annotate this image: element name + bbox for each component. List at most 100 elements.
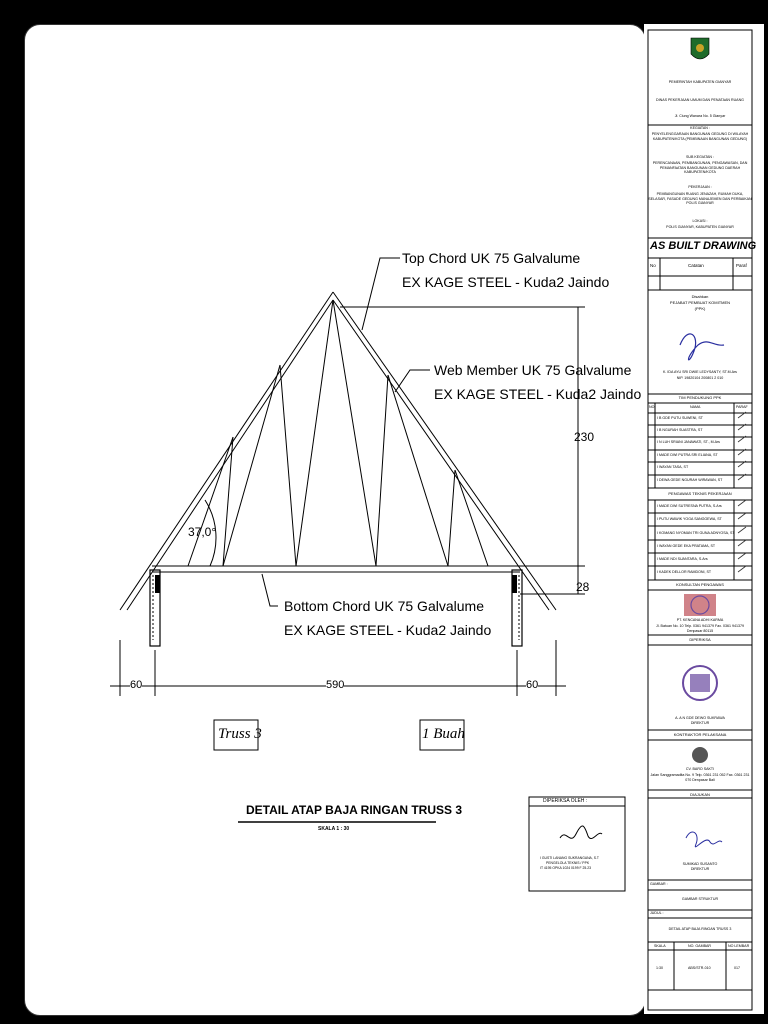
checked-role: PENGELOLA TEKNIS / PPK — [546, 861, 590, 865]
leader-bottom — [261, 573, 278, 607]
dim-right: 60 — [526, 679, 539, 691]
ppk-name: K. IDA AYU SRI DWIE LEDYSANTY, ST.M.Ars — [663, 370, 737, 374]
web-member-label-1: Web Member UK 75 Galvalume — [434, 362, 632, 378]
dim-height: 230 — [574, 430, 595, 444]
drawing-sheet — [24, 24, 646, 1016]
diajukan-role: DIREKTUR — [690, 867, 710, 871]
top-chord-right-inner — [332, 299, 550, 611]
ppk-nip: NIP. 19820104 200801 2 010 — [676, 376, 724, 380]
web-member-5 — [295, 299, 334, 567]
skala-value: 1:30 — [656, 966, 663, 970]
kontraktor-logo — [692, 747, 708, 763]
pengawas-member: I PUTU WAWIK YOGA SANGGEWA, ST — [657, 517, 722, 521]
checked-header: DIPERIKSA OLEH : — [543, 798, 588, 804]
leader-top-chord — [361, 257, 400, 331]
govt-logo — [690, 37, 710, 60]
detail-scale: SKALA 1 : 30 — [318, 826, 350, 832]
diperiksa-role: DIREKTUR — [690, 721, 710, 725]
kontraktor-name: CV. BARO SAKTI — [685, 767, 715, 771]
web-member-2 — [222, 436, 234, 567]
pengawas-member: I KADEK DELLOR RAMDONI, ST — [657, 570, 712, 574]
diperiksa-stamp — [682, 665, 718, 701]
ppk-signature — [679, 333, 725, 361]
pengawas-member: I MADE DWI SUTRESNA PUTRA, S.Ars — [657, 504, 722, 508]
dim-left: 60 — [130, 679, 143, 691]
dim-span: 590 — [326, 679, 345, 691]
qty-label: 1 Buah — [422, 726, 465, 742]
checked-box-frame — [528, 796, 626, 892]
leader-web — [394, 369, 430, 393]
title-block-sheet — [644, 24, 764, 1014]
konsultan-title: KONSULTAN PENGAWAS — [676, 582, 724, 587]
tim-member: I MADE DWI PUTRA SRI ELIANA, ST — [657, 453, 718, 457]
sub-kegiatan: PERENCANAAN, PEMBANGUNAN, PENGAWASAN, DA… — [652, 161, 748, 175]
bottom-chord-label-1: Bottom Chord UK 75 Galvalume — [284, 598, 484, 614]
right-post — [511, 569, 523, 647]
tim-member: I B GDE PUTU SUWENI, ST — [657, 416, 703, 420]
diperiksa-name: A. A N GDE DEWO SUKRAWA — [675, 716, 725, 720]
skala-label: SKALA — [654, 944, 666, 948]
as-built-title: AS BUILT DRAWING — [650, 240, 757, 252]
diajukan-signature — [685, 831, 723, 848]
konsultan-stamp — [684, 594, 716, 616]
lokasi: POLIS GIANYAR, KABUPATEN GIANYAR — [666, 225, 734, 229]
diajukan-title: DIAJUKAN — [690, 792, 710, 797]
nolembar-label: NO LEMBAR — [728, 944, 750, 948]
nogambar-value: ABS/STR-010 — [688, 966, 711, 970]
tim-col-no: NO — [649, 405, 655, 409]
truss-label-box — [213, 719, 259, 751]
web-member-1 — [187, 436, 234, 567]
web-member-6 — [332, 299, 377, 567]
pengawas-title: PENGAWAS TEKNIS PEKERJAAN — [668, 491, 732, 496]
konsultan-name: PT. KENCANA ADHI KARMA — [676, 618, 724, 622]
gambar-value: GAMBAR STRUKTUR — [681, 897, 719, 901]
web-member-3 — [222, 364, 281, 567]
top-chord-label-2: EX KAGE STEEL - Kuda2 Jaindo — [402, 274, 610, 290]
top-chord-right — [332, 291, 557, 611]
lokasi-label: LOKASI : — [692, 219, 708, 223]
tim-col-nama: NAMA — [690, 405, 701, 409]
kegiatan: PENYELENGGARAAN BANGUNAN GEDUNG DI WILAY… — [651, 132, 749, 141]
pekerjaan: PEMBANGUNAN RUANG JENAZAH, RUMAH DUKA, S… — [648, 192, 752, 206]
pengawas-member: I MADE NDI SUANTARA, S.Ars — [657, 557, 708, 561]
web-member-10 — [454, 469, 489, 567]
top-chord-left-inner — [126, 299, 334, 611]
angle-arc — [204, 499, 217, 567]
detail-title: DETAIL ATAP BAJA RINGAN TRUSS 3 — [246, 803, 463, 817]
kontraktor-address: Jalan Sanggramadita No. 9 Telp. 0361 231… — [650, 773, 750, 782]
tim-col-paraf: PARAF — [736, 405, 748, 409]
sub-label: SUB KEGIATAN : — [685, 155, 715, 159]
web-member-7 — [375, 374, 389, 567]
top-chord-left — [119, 291, 334, 611]
judul-value: DETAIL ATAP BAJA RINGAN TRUSS 3 — [668, 927, 732, 931]
tim-ppk-title: TIM PENDUKUNG PPK — [678, 395, 722, 400]
bottom-chord-label-2: EX KAGE STEEL - Kuda2 Jaindo — [284, 622, 492, 638]
govt-address: Jl. Ciung Wanara No. 5 Gianyar — [674, 114, 726, 118]
pengawas-member: I KOMANG NYOMAN TRI GUNA ADNYOSA, ST — [657, 531, 735, 535]
tim-member: I B NGURAH SUASTRA, ST — [657, 428, 703, 432]
gambar-label: GAMBAR : — [650, 882, 668, 886]
ppk-title: PEJABAT PEMBUAT KOMITMEN — [669, 300, 731, 305]
ppk-abbr: (PPK) — [694, 306, 706, 311]
tim-member: I N LUH SRIANI JANAWATI, ST., M.Ars — [657, 440, 720, 444]
checked-nip: IT 4195 OPKA 1024 0199 F 25.23 — [540, 866, 592, 870]
qty-label-box — [419, 719, 465, 751]
govt-line-2: DINAS PEKERJAAN UMUM DAN PENATAAN RUANG — [656, 98, 744, 102]
govt-line-1: PEMERINTAH KABUPATEN GIANYAR — [668, 80, 732, 84]
left-post — [149, 569, 161, 647]
disahkan: Disahkan — [691, 294, 709, 299]
web-member-label-2: EX KAGE STEEL - Kuda2 Jaindo — [434, 386, 642, 402]
col-no: No — [650, 263, 656, 268]
tim-member: I WAYAN TASA, ST — [657, 465, 689, 469]
diperiksa-title: DIPERIKSA — [689, 637, 711, 642]
diajukan-name: SUMIKAD SUSANTO — [682, 862, 718, 866]
angle-label: 37,0° — [188, 525, 217, 539]
col-catatan: Catatan — [688, 263, 704, 268]
pengawas-member: I WAYAN GEDE EKA PRATAMA, ST — [657, 544, 716, 548]
nolembar-value: 017 — [734, 966, 740, 970]
col-paraf: Paraf — [736, 263, 747, 268]
konsultan-address: Jl. Batuan No. 10 Telp. 0361 941379 Fax.… — [655, 624, 745, 633]
tim-member: I DEWA GEDE NGURAH WIRAWAN, ST — [657, 478, 723, 482]
